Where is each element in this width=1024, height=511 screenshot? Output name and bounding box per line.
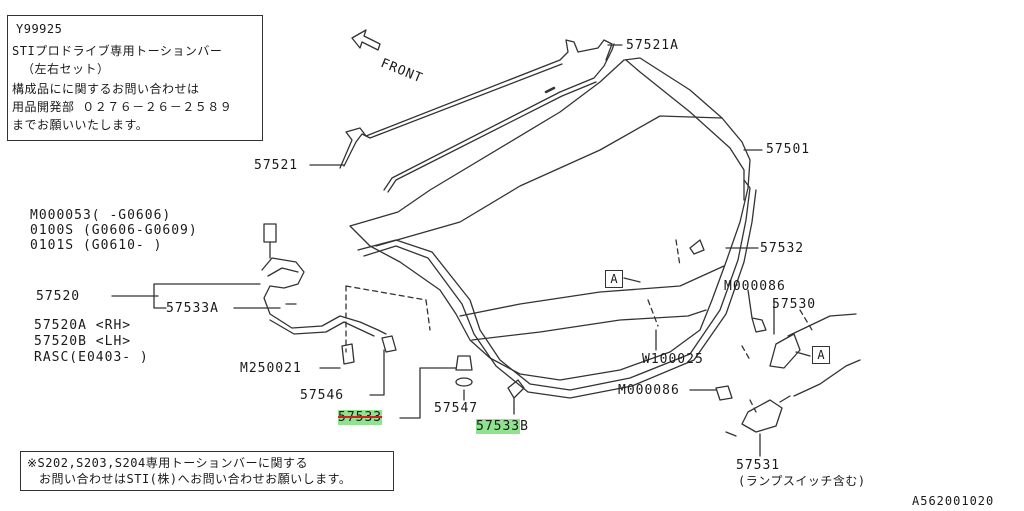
weatherstrip-shape: [357, 179, 757, 399]
info-box-line-1: STIプロドライブ専用トーションバー: [12, 44, 223, 58]
info-box-line-3: 構成品にに関するお問い合わせは: [12, 82, 200, 96]
info-box-code: Y99925: [16, 22, 63, 36]
part-57533-discontinued[interactable]: 57533: [338, 410, 383, 425]
info-box-line-5: までお願いいたします。: [12, 118, 149, 132]
lamp-switch-note: (ランプスイッチ含む): [738, 474, 866, 488]
bottom-note-line-2: お問い合わせはSTI(株)へお問い合わせお願いします。: [39, 472, 352, 486]
part-57546[interactable]: 57546: [300, 388, 345, 403]
info-box: Y99925 STIプロドライブ専用トーションバー （左右セット） 構成品にに関…: [7, 15, 263, 141]
info-box-line-4: 用品開発部 ０２７６－２６－２５８９: [12, 100, 233, 114]
latch-shape: [715, 385, 783, 437]
part-57547[interactable]: 57547: [434, 401, 479, 416]
part-w100025[interactable]: W100025: [642, 352, 704, 367]
part-m000086-lower[interactable]: M000086: [618, 383, 680, 398]
diagram-code: A562001020: [912, 494, 995, 508]
front-arrow-icon: [351, 29, 381, 51]
info-box-line-2: （左右セット）: [22, 62, 110, 76]
part-57531[interactable]: 57531: [736, 458, 781, 473]
part-57520b[interactable]: 57520B <LH>: [34, 334, 132, 349]
torsion-bar-shape: [339, 39, 615, 193]
part-0100s[interactable]: 0100S (G0606-G0609): [30, 223, 198, 238]
part-57532[interactable]: 57532: [760, 241, 805, 256]
reference-a-lid: A: [605, 270, 623, 288]
part-57501[interactable]: 57501: [766, 142, 811, 157]
part-m000086-upper[interactable]: M000086: [724, 279, 786, 294]
part-57533a[interactable]: 57533A: [166, 301, 219, 316]
part-57533b-number: 57533: [476, 419, 521, 434]
part-m000053[interactable]: M000053( -G0606): [30, 208, 172, 223]
dashed-reference-lines: [345, 239, 813, 413]
part-57530[interactable]: 57530: [772, 297, 817, 312]
hinge-shape: [261, 223, 387, 337]
reference-a-lock: A: [812, 346, 830, 364]
part-57533b-suffix: B: [520, 419, 529, 434]
part-rasc[interactable]: RASC(E0403- ): [34, 350, 149, 365]
leader-lines: [111, 44, 811, 457]
small-parts-shape: [285, 303, 525, 399]
trunk-lid-shape: [349, 57, 751, 381]
part-m250021[interactable]: M250021: [240, 361, 302, 376]
lock-cable-shape: [751, 313, 861, 403]
part-57521[interactable]: 57521: [254, 158, 299, 173]
part-57533b[interactable]: 57533B: [476, 419, 529, 434]
part-57521a[interactable]: 57521A: [626, 38, 679, 53]
part-57520[interactable]: 57520: [36, 289, 81, 304]
bottom-note-box: ※S202,S203,S204専用トーションバーに関する お問い合わせはSTI(…: [20, 451, 394, 491]
bottom-note-line-1: ※S202,S203,S204専用トーションバーに関する: [27, 456, 308, 470]
part-57520a[interactable]: 57520A <RH>: [34, 318, 132, 333]
part-0101s[interactable]: 0101S (G0610- ): [30, 238, 163, 253]
